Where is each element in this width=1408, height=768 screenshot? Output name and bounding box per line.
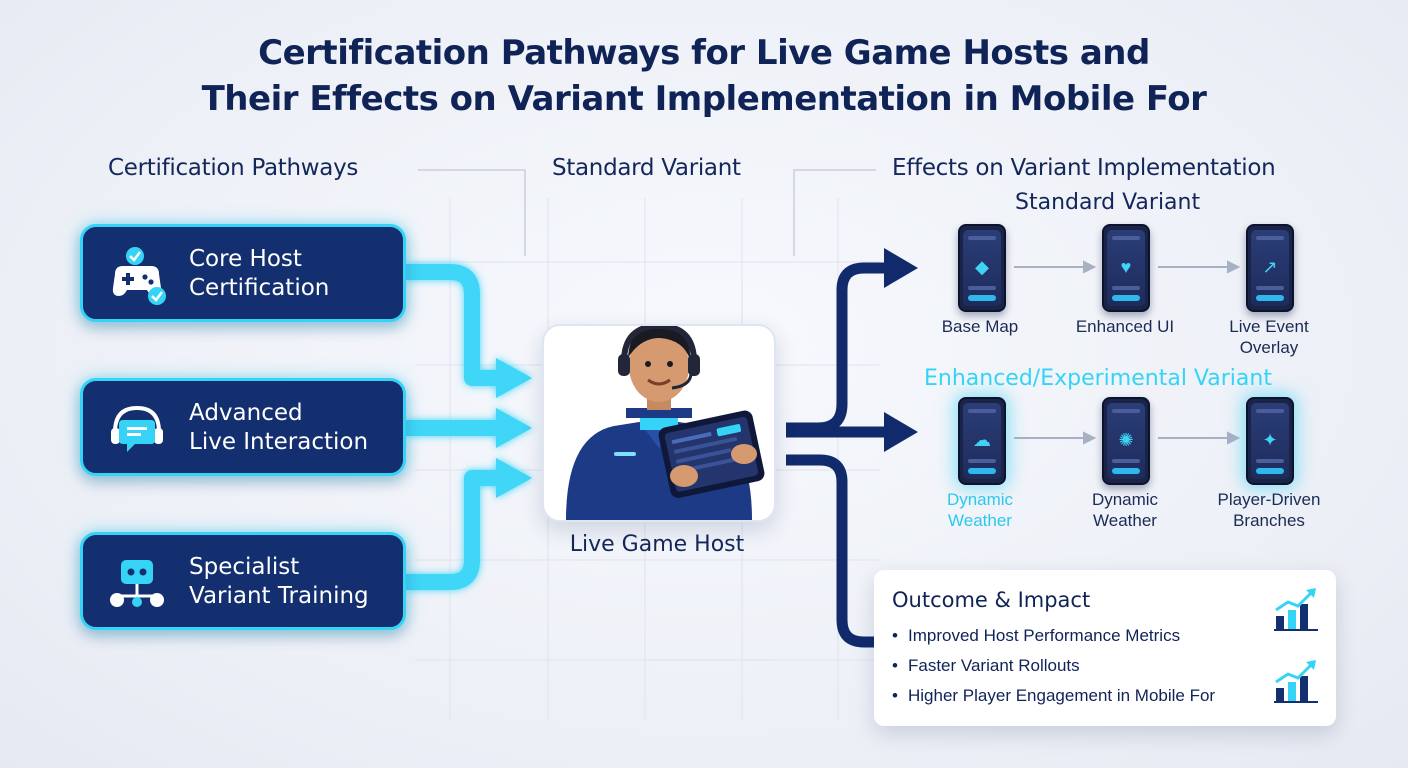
live-game-host-card[interactable] [542,322,776,522]
phone-label-dynamic-weather-1: Dynamic Weather [910,489,1050,531]
phone-label-line-1: Player-Driven [1217,490,1321,509]
outcome-impact-panel: Outcome & Impact •Improved Host Performa… [874,570,1336,726]
storm-icon: ✺ [1118,430,1134,450]
gamepad-check-icon [112,247,166,305]
branch-icon: ✦ [1262,430,1278,450]
column-heading-effects: Effects on Variant Implementation [892,155,1276,181]
outcome-item-text: Faster Variant Rollouts [908,656,1080,675]
headset-chat-icon [111,405,163,452]
pathway-label: Specialist Variant Training [189,553,369,611]
phone-enhanced-ui[interactable]: ♥ [1102,224,1150,312]
arrowhead-specialist [496,458,532,498]
host-avatar-illustration [566,322,765,520]
outcome-title: Outcome & Impact [892,588,1091,612]
arrow-host-to-outcome [786,454,876,648]
pathway-advanced-live-interaction[interactable]: Advanced Live Interaction [80,378,406,476]
arrowhead-core [496,358,532,398]
phone-label-line-1: Base Map [941,317,1019,336]
phone-label-line-1: Live Event [1229,317,1309,336]
outcome-item-text: Improved Host Performance Metrics [908,626,1181,645]
phone-label-line-1: Dynamic [946,490,1014,509]
pathway-label: Core Host Certification [189,245,329,303]
phone-label-line-2: Overlay [1239,338,1299,357]
pathway-label-line-2: Live Interaction [189,429,369,455]
pathway-core-host-certification[interactable]: Core Host Certification [80,224,406,322]
arrowhead-standard [884,248,918,288]
phone-live-event-overlay[interactable]: ↗ [1246,224,1294,312]
title-line-2: Their Effects on Variant Implementation … [201,79,1207,119]
column-heading-pathways: Certification Pathways [108,155,359,181]
outcome-item-1: •Improved Host Performance Metrics [892,626,1181,645]
pathway-specialist-variant-training[interactable]: Specialist Variant Training [80,532,406,630]
cloud-icon: ☁ [973,430,991,450]
phone-dynamic-weather-2[interactable]: ✺ [1102,397,1150,485]
diagram-title: Certification Pathways for Live Game Hos… [0,30,1408,122]
pathway-label-line-2: Variant Training [189,583,369,609]
arrowhead-enhanced [884,412,918,452]
phone-label-base-map: Base Map [910,316,1050,337]
pathway-label: Advanced Live Interaction [189,399,368,457]
phone-base-map[interactable]: ◆ [958,224,1006,312]
outcome-item-2: •Faster Variant Rollouts [892,656,1080,675]
heart-icon: ♥ [1120,257,1132,277]
phone-label-line-2: Weather [948,511,1012,530]
arrow-host-to-standard [786,262,890,434]
column-heading-standard-variant: Standard Variant [552,155,741,181]
robot-network-icon [110,560,164,607]
arrow-specialist-to-host [406,470,500,590]
phone-label-dynamic-weather-2: Dynamic Weather [1055,489,1195,531]
arrowhead-advanced [496,408,532,448]
phone-label-enhanced-ui: Enhanced UI [1055,316,1195,337]
phone-player-driven-branches[interactable]: ✦ [1246,397,1294,485]
map-icon: ◆ [975,257,989,277]
pathway-label-line-1: Specialist [189,554,300,580]
phone-label-line-2: Branches [1233,511,1305,530]
enhanced-variant-heading: Enhanced/Experimental Variant [924,366,1272,391]
growth-chart-icon [1274,660,1318,703]
host-label: Live Game Host [569,532,745,557]
standard-variant-heading: Standard Variant [1015,190,1201,215]
title-line-1: Certification Pathways for Live Game Hos… [258,33,1150,73]
trend-up-icon: ↗ [1262,257,1278,277]
pathway-label-line-2: Certification [189,275,330,301]
outcome-item-3: •Higher Player Engagement in Mobile For [892,686,1216,705]
phone-label-line-2: Weather [1093,511,1157,530]
phone-label-line-1: Dynamic [1091,490,1159,509]
outcome-item-text: Higher Player Engagement in Mobile For [908,686,1216,705]
phone-label-live-event-overlay: Live Event Overlay [1199,316,1339,358]
phone-dynamic-weather-1[interactable]: ☁ [958,397,1006,485]
growth-chart-icon [1274,588,1318,631]
arrow-core-to-host [406,264,500,386]
pathway-label-line-1: Advanced [189,400,303,426]
pathway-label-line-1: Core Host [189,246,302,272]
phone-label-line-1: Enhanced UI [1075,317,1175,336]
phone-label-player-driven-branches: Player-Driven Branches [1199,489,1339,531]
